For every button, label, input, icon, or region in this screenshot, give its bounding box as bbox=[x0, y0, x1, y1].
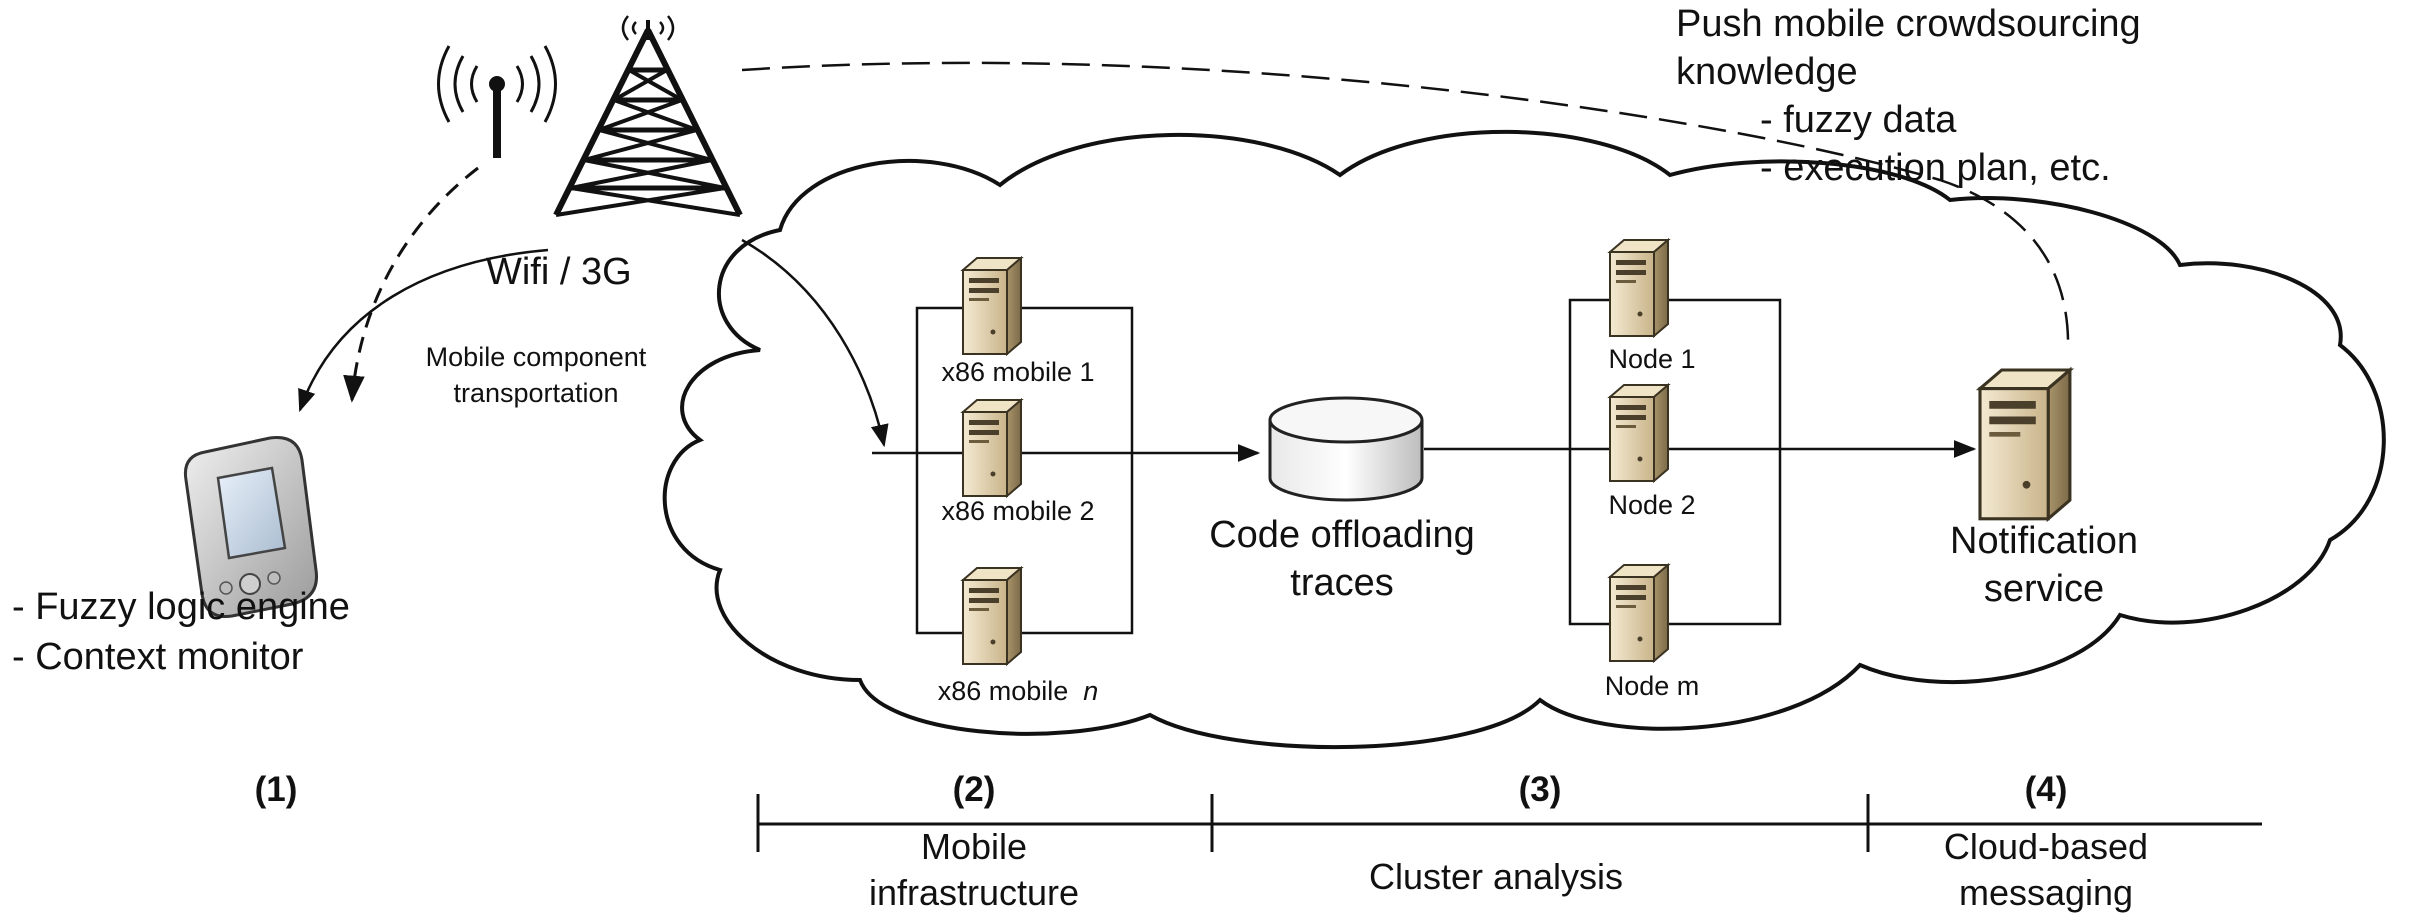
push-knowledge-item-1: - fuzzy data bbox=[1760, 99, 1957, 141]
tower-to-device-arrow bbox=[298, 248, 549, 413]
node-1-label: Node 1 bbox=[1608, 344, 1696, 374]
notification-server-icon bbox=[1978, 368, 2072, 521]
push-knowledge-block: Push mobile crowdsourcing knowledge - fu… bbox=[1676, 0, 2141, 192]
notification-label-line-2: service bbox=[1983, 568, 2105, 610]
x86-mobile-n-label: x86 mobile n bbox=[938, 676, 1099, 707]
stage-3-label: Cluster analysis bbox=[1368, 856, 1624, 897]
stage-2-label-line-2: infrastructure bbox=[868, 872, 1080, 913]
radio-tower-icon bbox=[553, 15, 743, 217]
traces-label-line-2: traces bbox=[1290, 562, 1394, 604]
stage-3-number: (3) bbox=[1518, 770, 1562, 809]
device-feature-1: - Fuzzy logic engine bbox=[12, 586, 350, 628]
tower-label: Wifi / 3G bbox=[486, 251, 632, 293]
wifi-to-device-dashed-arrow bbox=[343, 166, 479, 403]
stage-2-number: (2) bbox=[952, 770, 996, 809]
stage-1-number: (1) bbox=[254, 770, 298, 809]
node-m-server-icon bbox=[1609, 564, 1669, 662]
notification-label-line-1: Notification bbox=[1950, 520, 2138, 562]
tower-to-infrastructure-arrow bbox=[741, 238, 889, 448]
stage-timeline bbox=[756, 794, 2262, 852]
push-knowledge-title-line-1: Push mobile crowdsourcing bbox=[1676, 3, 2141, 45]
cluster-nodes-bracket bbox=[1568, 298, 1782, 626]
transport-label-line-1: Mobile component bbox=[425, 342, 647, 372]
push-knowledge-title-line-2: knowledge bbox=[1676, 51, 1858, 93]
database-icon bbox=[1268, 396, 1424, 502]
node-m-label: Node m bbox=[1604, 671, 1700, 701]
node-1-server-icon bbox=[1609, 239, 1669, 337]
x86-mobile-2-label: x86 mobile 2 bbox=[941, 496, 1095, 526]
x86-mobile-n-suffix: n bbox=[1083, 676, 1099, 706]
push-knowledge-item-2: - execution plan, etc. bbox=[1760, 147, 2111, 189]
device-feature-2: - Context monitor bbox=[12, 636, 304, 678]
x86-mobile-1-label: x86 mobile 1 bbox=[941, 357, 1095, 387]
push-knowledge-dashed-line bbox=[741, 61, 2070, 351]
mobile-device-icon bbox=[183, 435, 318, 619]
x86-mobile-1-server-icon bbox=[962, 257, 1022, 355]
stage-2-label-line-1: Mobile bbox=[920, 826, 1028, 867]
wifi-antenna-icon bbox=[437, 45, 557, 158]
node-2-server-icon bbox=[1609, 384, 1669, 482]
stage-4-label-line-1: Cloud-based bbox=[1943, 826, 2149, 867]
x86-mobile-2-server-icon bbox=[962, 399, 1022, 497]
x86-mobile-n-server-icon bbox=[962, 567, 1022, 665]
cloud-shape bbox=[662, 129, 2386, 750]
traces-label-line-1: Code offloading bbox=[1209, 514, 1475, 556]
mobile-infrastructure-bracket bbox=[915, 306, 1134, 635]
stage-4-number: (4) bbox=[2024, 770, 2068, 809]
transport-label-line-2: transportation bbox=[453, 378, 619, 408]
x86-mobile-n-prefix: x86 mobile bbox=[937, 676, 1069, 706]
stage-4-label-line-2: messaging bbox=[1958, 872, 2134, 913]
node-2-label: Node 2 bbox=[1608, 490, 1696, 520]
